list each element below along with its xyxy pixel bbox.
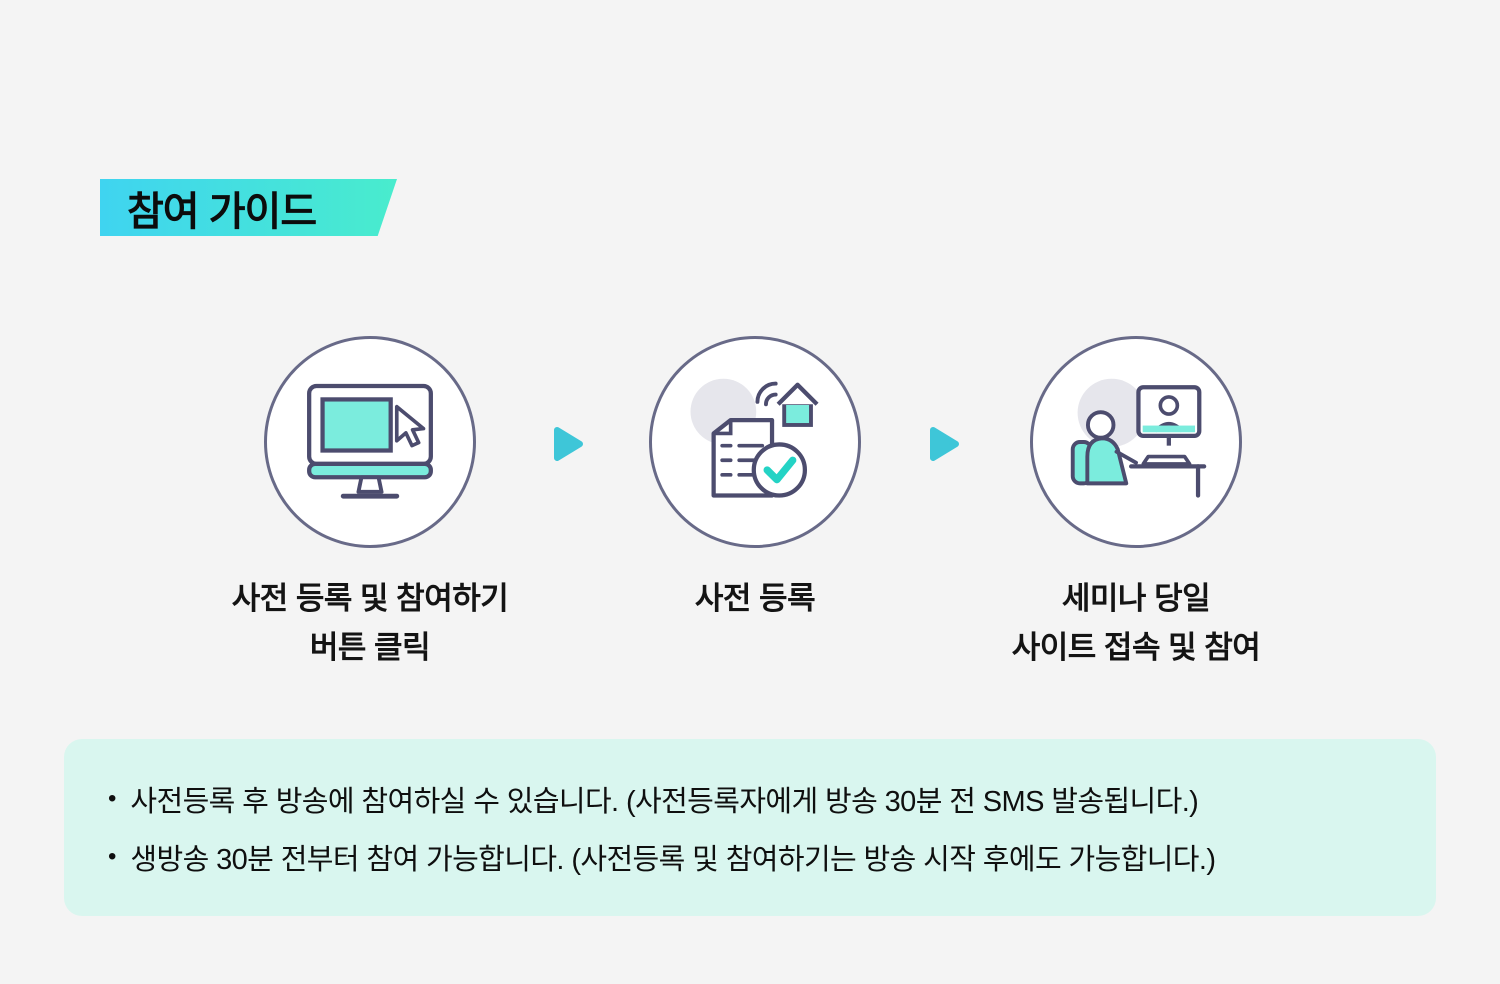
step-label-line: 버튼 클릭 bbox=[309, 630, 431, 665]
step-label-join-seminar: 세미나 당일 사이트 접속 및 참여 bbox=[886, 574, 1386, 672]
checklist-check-icon bbox=[682, 369, 828, 515]
note-line: • 사전등록 후 방송에 참여하실 수 있습니다. (사전등록자에게 방송 30… bbox=[108, 770, 1392, 828]
bullet-icon: • bbox=[108, 842, 117, 870]
section-title-badge: 참여 가이드 bbox=[100, 179, 397, 236]
note-line: • 생방송 30분 전부터 참여 가능합니다. (사전등록 및 참여하기는 방송… bbox=[108, 828, 1392, 886]
note-text: 사전등록 후 방송에 참여하실 수 있습니다. (사전등록자에게 방송 30분 … bbox=[130, 785, 1199, 818]
arrow-right-icon bbox=[552, 425, 586, 463]
step-circle-register-click bbox=[264, 336, 476, 548]
section-title: 참여 가이드 bbox=[127, 189, 317, 234]
webinar-watch-icon bbox=[1063, 369, 1209, 515]
step-circle-join-seminar bbox=[1030, 336, 1242, 548]
step-label-line: 세미나 당일 bbox=[1061, 581, 1211, 616]
step-label-line: 사이트 접속 및 참여 bbox=[1011, 630, 1261, 665]
step-label-line: 사전 등록 bbox=[694, 581, 816, 616]
notes-box: • 사전등록 후 방송에 참여하실 수 있습니다. (사전등록자에게 방송 30… bbox=[64, 739, 1436, 916]
step-circle-pre-register bbox=[649, 336, 861, 548]
step-label-pre-register: 사전 등록 bbox=[505, 574, 1005, 623]
arrow-right-icon bbox=[928, 425, 962, 463]
note-text: 생방송 30분 전부터 참여 가능합니다. (사전등록 및 참여하기는 방송 시… bbox=[130, 843, 1216, 876]
step-label-line: 사전 등록 및 참여하기 bbox=[231, 581, 509, 616]
monitor-cursor-icon bbox=[297, 369, 443, 515]
bullet-icon: • bbox=[108, 784, 117, 812]
step-label-register-click: 사전 등록 및 참여하기 버튼 클릭 bbox=[120, 574, 620, 672]
